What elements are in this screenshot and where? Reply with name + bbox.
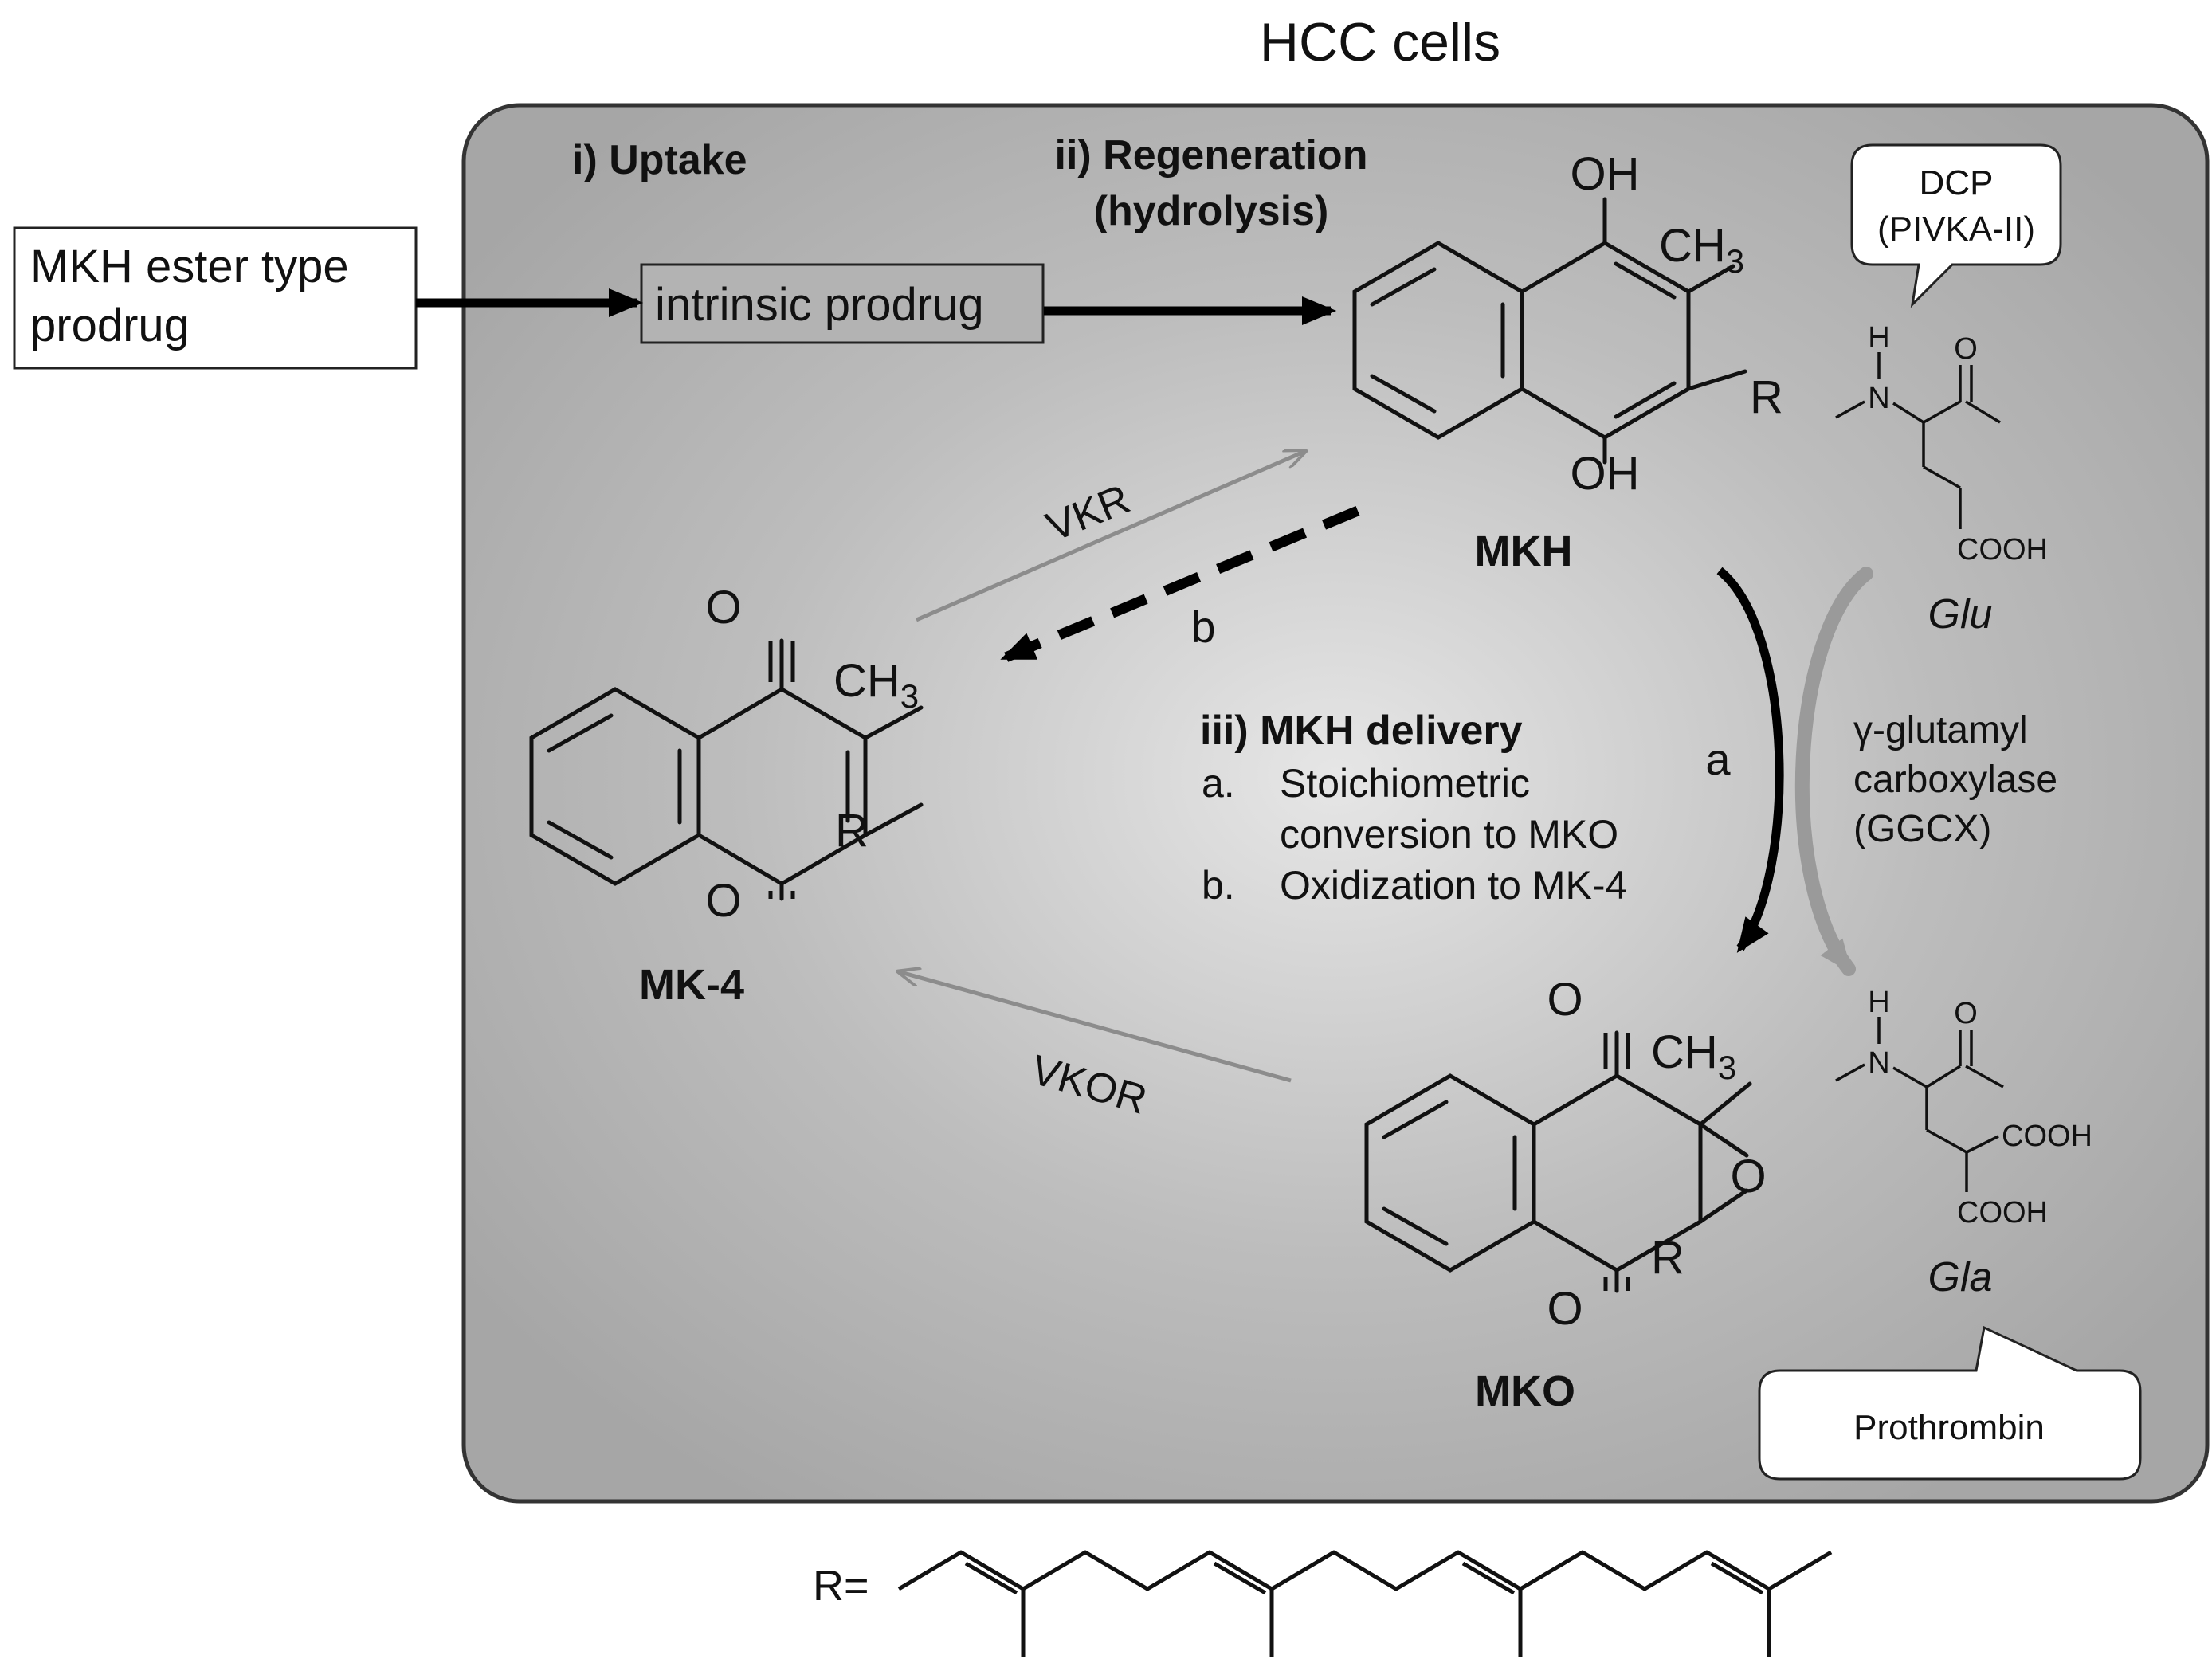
mko-r-group: R [1651, 1232, 1684, 1284]
r-group-isoprenoid-chain [897, 1550, 1833, 1591]
dcp-callout-bubble [1850, 143, 2062, 308]
glu-name: Glu [1928, 591, 1993, 637]
glu-cooh: COOH [1957, 533, 2048, 567]
glu-o: O [1954, 332, 1978, 366]
oxidation-arrow-b [1000, 505, 1360, 663]
mko-carbonyl-doubles [1603, 1033, 1630, 1291]
ggcx-label-line3: (GGCX) [1853, 808, 1991, 850]
step-uptake-label: i) Uptake [572, 137, 747, 183]
mko-structure [1364, 1030, 1752, 1293]
mk4-o-top: O [705, 582, 741, 633]
r-group-details [964, 1561, 1771, 1657]
mko-methyl: CH3 [1651, 1026, 1736, 1086]
step-regeneration-label-line1: ii) Regeneration [1055, 132, 1368, 178]
carboxylation-arrow [1794, 567, 1873, 976]
mko-name: MKO [1475, 1367, 1575, 1415]
step-regeneration-label-line2: (hydrolysis) [1094, 188, 1329, 234]
mkh-r-group: R [1750, 371, 1783, 423]
delivery-item-a-line2: conversion to MKO [1280, 812, 1618, 857]
delivery-item-a-line1: Stoichiometric [1280, 761, 1530, 806]
gla-cooh-2: COOH [1957, 1196, 2048, 1230]
prothrombin-label: Prothrombin [1853, 1408, 2045, 1447]
mkh-oh-top: OH [1571, 148, 1640, 200]
gla-n: N [1868, 1046, 1889, 1080]
path-label-b: b [1190, 602, 1215, 652]
intrinsic-prodrug-label: intrinsic prodrug [655, 279, 984, 331]
r-group-label: R= [813, 1562, 869, 1610]
prothrombin-callout-bubble [1758, 1325, 2142, 1481]
mk4-structure [529, 638, 924, 901]
mk4-name: MK-4 [639, 961, 744, 1009]
mkh-name: MKH [1475, 528, 1573, 575]
glu-structure [1835, 352, 2001, 529]
glu-h: H [1868, 321, 1889, 355]
gla-name: Gla [1928, 1254, 1993, 1300]
ggcx-label-line2: carboxylase [1853, 759, 2057, 801]
hcc-cell-compartment [461, 103, 2210, 1504]
conversion-arrow-a [1716, 567, 1784, 953]
gla-o: O [1954, 997, 1978, 1030]
vkor-arrow [900, 972, 1292, 1083]
intrinsic-prodrug-box [640, 263, 1045, 344]
prodrug-box [13, 226, 418, 370]
gla-cooh-1: COOH [2002, 1120, 2092, 1153]
prodrug-label-line2: prodrug [30, 300, 190, 351]
mk4-methyl: CH3 [833, 655, 919, 715]
mk4-o-bottom: O [705, 875, 741, 927]
mk4-r-group: R [835, 805, 869, 857]
mk4-carbonyl-doubles [768, 641, 795, 899]
delivery-item-a-marker: a. [1202, 761, 1235, 806]
vkr-arrow [916, 452, 1304, 622]
mkh-oh-bottom: OH [1571, 448, 1640, 500]
delivery-title: iii) MKH delivery [1200, 708, 1523, 754]
ggcx-label-line1: γ-glutamyl [1853, 709, 2028, 751]
delivery-item-b-marker: b. [1202, 863, 1235, 908]
mko-o-top: O [1547, 974, 1583, 1026]
mkh-methyl: CH3 [1659, 220, 1744, 280]
path-label-a: a [1705, 734, 1731, 784]
diagram-title: HCC cells [1260, 12, 1500, 73]
dcp-label-line2: (PIVKA-II) [1877, 210, 2035, 249]
mko-o-epoxide: O [1730, 1151, 1766, 1202]
mko-o-bottom: O [1547, 1283, 1583, 1335]
mkh-structure [1352, 197, 1747, 465]
prodrug-label-line1: MKH ester type [30, 241, 349, 292]
dcp-label-line1: DCP [1920, 163, 1994, 202]
gla-h: H [1868, 986, 1889, 1019]
gla-structure [1835, 1017, 2004, 1192]
glu-n: N [1868, 382, 1889, 415]
delivery-item-b-line1: Oxidization to MK-4 [1280, 863, 1627, 908]
